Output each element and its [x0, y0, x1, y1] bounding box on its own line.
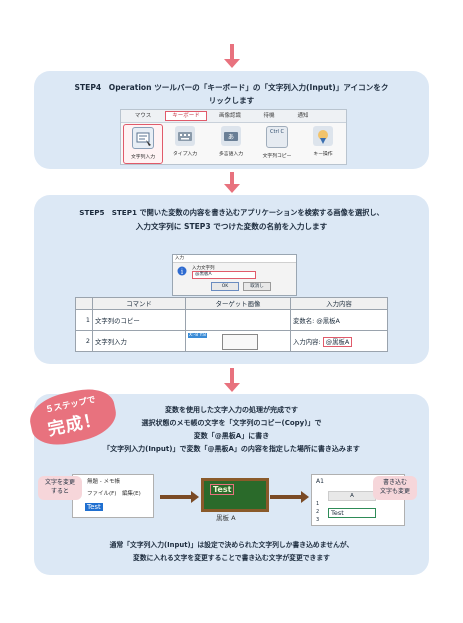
- ctrl-c-icon: Ctrl C: [266, 126, 288, 148]
- final-bottom-2: 変数に入れる文字を変更することで書き込む文字が変更できます: [133, 554, 330, 562]
- ctrl-c-icon-text: Ctrl C: [270, 129, 284, 135]
- multilang-input-button[interactable]: あ 多言語入力: [212, 124, 250, 162]
- flow-arrow: [224, 368, 240, 393]
- key-press-label: キー操作: [313, 152, 333, 157]
- row-command: 文字列のコピー: [92, 309, 186, 331]
- dialog-input-field[interactable]: @黒板A: [192, 271, 256, 279]
- dialog-ok-button[interactable]: OK: [211, 282, 239, 291]
- table-row[interactable]: 1 文字列のコピー 変数名: @黒板A: [75, 309, 388, 331]
- notepad-menu: ファイル(F) 編集(E): [87, 491, 141, 497]
- final-bottom-1: 通常「文字列入力(Input)」は設定で決められた文字列しか書き込めませんが、: [109, 541, 354, 549]
- multilang-input-icon: あ: [221, 126, 241, 146]
- key-press-icon: [313, 126, 333, 146]
- final-line-3: 「文字列入力(Input)」で変数「@黒板A」の内容を指定した場所に書き込みます: [103, 445, 360, 453]
- notepad-text[interactable]: Test: [85, 503, 103, 511]
- operation-toolbar: マウス キーボード 画像認識 待機 通知 文字列入力 タイプ入力 あ 多言語入力…: [120, 109, 347, 165]
- step5-title-line1: STEP5 STEP1 で開いた変数の内容を書き込むアプリケーションを検索する画…: [79, 208, 384, 217]
- final-line-0: 変数を使用した文字入力の処理が完成です: [165, 406, 298, 414]
- row-no: 2: [75, 330, 93, 352]
- row-header-2: 2: [316, 509, 320, 515]
- row-target: [185, 309, 291, 331]
- cell-a2[interactable]: Test: [328, 508, 376, 518]
- toolbar-tabs: マウス キーボード 画像認識 待機 通知: [121, 110, 346, 123]
- row-target: X:-8 Y:8: [185, 330, 291, 352]
- key-press-button[interactable]: キー操作: [304, 124, 342, 162]
- step4-title-line1: STEP4 Operation ツールバーの「キーボード」の「文字列入力(Inp…: [74, 83, 389, 92]
- tab-notify[interactable]: 通知: [297, 113, 309, 119]
- blackboard-label: 黒板 A: [216, 514, 236, 522]
- table-row[interactable]: 2 文字列入力 X:-8 Y:8 入力内容: @黒板A: [75, 330, 388, 352]
- tab-mouse[interactable]: マウス: [134, 113, 152, 119]
- string-copy-label: 文字列コピー: [262, 154, 292, 159]
- svg-text:あ: あ: [228, 134, 234, 141]
- notepad-window: 無題 - メモ帳 ファイル(F) 編集(E) Test: [72, 474, 154, 518]
- content-prefix: 入力内容:: [293, 337, 321, 346]
- final-line-1: 選択状態のメモ帳の文字を「文字列のコピー(Copy)」で: [141, 419, 322, 427]
- notepad-title: 無題 - メモ帳: [87, 479, 120, 485]
- flow-arrow: [224, 172, 240, 194]
- target-thumbnail: X:-8 Y:8: [186, 331, 290, 351]
- left-note-tag: 文字を変更 すると: [38, 476, 82, 500]
- col-content: 入力内容: [290, 297, 388, 310]
- type-input-icon: [175, 126, 195, 146]
- row-no: 1: [75, 309, 93, 331]
- right-note-tag: 書き込む 文字も変更: [373, 476, 417, 500]
- dialog-cancel-button[interactable]: 取消し: [243, 282, 271, 291]
- row-content: 変数名: @黒板A: [290, 309, 388, 331]
- row-content: 入力内容: @黒板A: [290, 330, 388, 352]
- content-value: @黒板A: [322, 336, 353, 347]
- blackboard: Test: [201, 478, 269, 512]
- svg-text:i: i: [181, 268, 184, 276]
- tab-keyboard[interactable]: キーボード: [165, 111, 207, 121]
- tab-image-recognition[interactable]: 画像認識: [218, 113, 241, 119]
- cell-ref: A1: [316, 478, 324, 485]
- flow-arrow-right: [160, 491, 199, 503]
- string-copy-button[interactable]: Ctrl C 文字列コピー: [258, 124, 296, 162]
- row-header-3: 3: [316, 517, 320, 523]
- text-input-button[interactable]: 文字列入力: [123, 124, 163, 164]
- row-command: 文字列入力: [92, 330, 186, 352]
- type-input-button[interactable]: タイプ入力: [166, 124, 204, 162]
- info-icon: i: [177, 266, 187, 276]
- dialog-title: 入力: [173, 255, 296, 263]
- spreadsheet: A1 A 1 2 3 Test: [311, 474, 405, 526]
- multilang-input-label: 多言語入力: [219, 152, 243, 157]
- command-table: コマンド ターゲット画像 入力内容 1 文字列のコピー 変数名: @黒板A 2 …: [75, 297, 388, 352]
- flow-arrow-right: [270, 491, 309, 503]
- input-dialog: 入力 i 入力文字列 @黒板A OK 取消し: [172, 254, 297, 296]
- col-command: コマンド: [92, 297, 186, 310]
- final-line-2: 変数「@黒板A」に書き: [193, 432, 270, 440]
- blackboard-text: Test: [210, 484, 235, 495]
- dialog-field-label: 入力文字列: [192, 266, 215, 271]
- row-header-1: 1: [316, 501, 320, 507]
- text-input-label: 文字列入力: [131, 155, 155, 160]
- step4-title-line2: リックします: [208, 96, 255, 105]
- text-input-icon: [132, 127, 154, 149]
- type-input-label: タイプ入力: [173, 152, 197, 157]
- step5-title-line2: 入力文字列に STEP3 でつけた変数の名前を入力します: [135, 222, 328, 231]
- col-target: ターゲット画像: [185, 297, 291, 310]
- flow-arrow: [224, 44, 240, 69]
- col-no: [75, 297, 93, 310]
- thumbnail-grid: [222, 334, 258, 350]
- tab-wait[interactable]: 待機: [263, 113, 275, 119]
- column-header-a: A: [328, 491, 376, 501]
- target-coord: X:-8 Y:8: [188, 333, 208, 338]
